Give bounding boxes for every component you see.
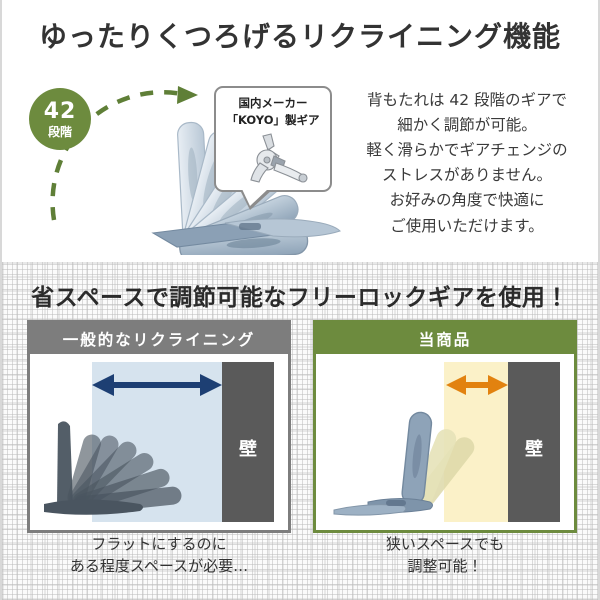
wall-bar [222, 362, 274, 522]
desc-line-2: 細かく調節が可能。 [397, 116, 537, 135]
upright-reclining-chair-photo [333, 411, 433, 516]
caption-general-line-1: フラットにするのに [91, 535, 227, 553]
koyo-gear-callout: 国内メーカー 「KOYO」製ギア [214, 86, 332, 210]
desc-line-5: お好みの角度で快適に [389, 191, 545, 210]
comparison-section: 省スペースで調節可能なフリーロックギアを使用！ 一般的なリクライニング [2, 262, 598, 600]
bubble-tail-fill [242, 189, 268, 206]
caption-general-line-2: ある程度スペースが必要… [69, 556, 249, 575]
panel-general-reclining: 一般的なリクライニング [27, 320, 291, 533]
caption-product-line-2: 調整可能！ [407, 556, 483, 575]
step-count-badge: 42 段階 [29, 88, 91, 150]
panel-general-body: 壁 [30, 354, 288, 530]
chair-seat [151, 218, 341, 248]
flat-reclined-chair-silhouette [44, 421, 182, 515]
desc-line-1: 背もたれは 42 段階のギアで [366, 91, 568, 109]
panel-product-body: 壁 [316, 354, 574, 530]
wall-bar [508, 362, 560, 522]
desc-line-4: ストレスがありません。 [381, 166, 553, 185]
badge-number: 42 [43, 98, 77, 124]
panel-product-header: 当商品 [316, 323, 574, 354]
panel-general-header: 一般的なリクライニング [30, 323, 288, 354]
bubble-line-1: 国内メーカー [238, 96, 308, 110]
feature-description: 背もたれは 42 段階のギアで 細かく調節が可能。 軽く滑らかでギアチェンジの … [340, 88, 594, 239]
desc-line-6: ご使用いただけます。 [390, 216, 544, 235]
caption-product: 狭いスペースでも 調整可能！ [313, 534, 577, 578]
top-feature-section: ゆったりくつろげるリクライニング機能 42 段階 [2, 0, 598, 262]
bubble-text: 国内メーカー 「KOYO」製ギア [216, 88, 330, 128]
caption-product-line-1: 狭いスペースでも [385, 535, 505, 553]
recliner-gear-photo [250, 133, 308, 183]
section-title: 省スペースで調節可能なフリーロックギアを使用！ [31, 285, 569, 311]
comparison-panels: 一般的なリクライニング [27, 320, 577, 533]
panel-this-product: 当商品 [313, 320, 577, 533]
desc-line-3: 軽く滑らかでギアチェンジの [366, 141, 568, 160]
badge-unit: 段階 [47, 124, 72, 139]
bubble-line-2: 「KOYO」製ギア [226, 112, 320, 127]
page-title: ゆったりくつろげるリクライニング機能 [38, 20, 561, 53]
wall-label: 壁 [525, 439, 543, 460]
wall-label: 壁 [239, 439, 257, 460]
general-space-diagram: 壁 [44, 362, 274, 522]
product-space-diagram: 壁 [333, 362, 560, 522]
caption-general: フラットにするのに ある程度スペースが必要… [27, 534, 291, 578]
